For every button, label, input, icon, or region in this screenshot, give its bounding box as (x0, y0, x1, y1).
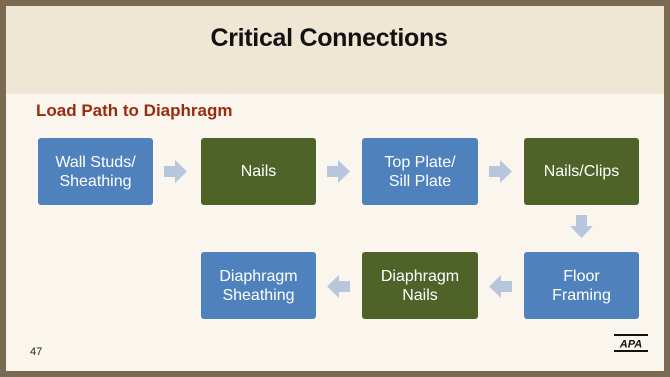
right-arrow-icon (489, 160, 512, 183)
flow-box-nails: Nails (201, 138, 316, 205)
left-arrow-icon (327, 275, 350, 298)
slide-title: Critical Connections (210, 24, 448, 52)
right-arrow-icon (164, 160, 187, 183)
down-arrow-icon (570, 215, 593, 238)
flow-box-nails-clips: Nails/Clips (524, 138, 639, 205)
apa-logo: APA (614, 334, 648, 352)
flow-box-diaphragm-nails: Diaphragm Nails (362, 252, 478, 319)
slide-subtitle: Load Path to Diaphragm (36, 101, 233, 120)
left-arrow-icon (489, 275, 512, 298)
title-band (6, 6, 664, 94)
flow-box-diaphragm-sheathing: Diaphragm Sheathing (201, 252, 316, 319)
flow-box-wall-studs: Wall Studs/ Sheathing (38, 138, 153, 205)
page-number: 47 (30, 346, 43, 358)
flow-box-floor-framing: Floor Framing (524, 252, 639, 319)
right-arrow-icon (327, 160, 350, 183)
flow-box-top-plate: Top Plate/ Sill Plate (362, 138, 478, 205)
svg-text:APA: APA (619, 339, 642, 351)
